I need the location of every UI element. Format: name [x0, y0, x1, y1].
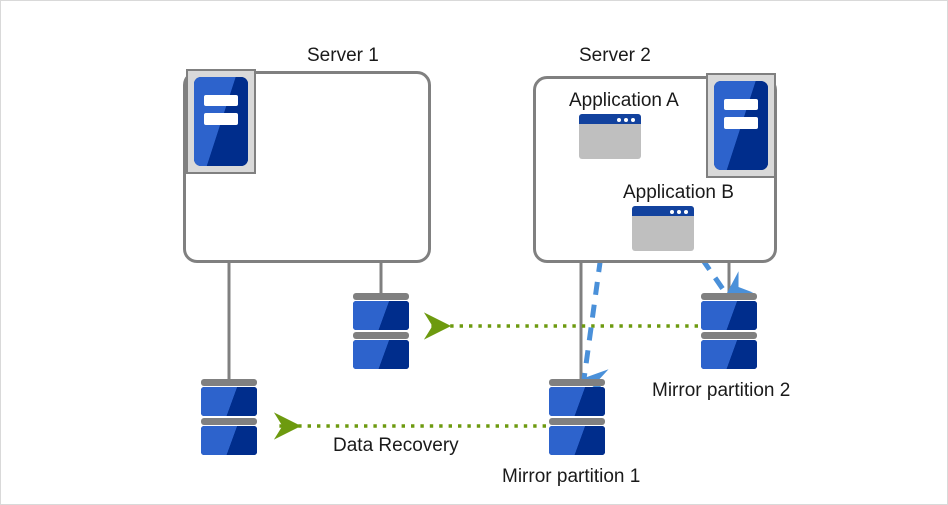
disk-slab-shading [701, 340, 757, 369]
disk-cap-middle [353, 332, 409, 339]
app-window-dot-3 [684, 209, 688, 214]
mirror-partition-1-label: Mirror partition 1 [502, 466, 641, 487]
app-window-icon[interactable] [579, 114, 641, 159]
application-a-label: Application A [569, 90, 679, 111]
server-rack-icon-bar-2 [203, 113, 239, 126]
server-rack-icon [706, 73, 776, 178]
server-rack-icon [186, 69, 256, 174]
disk-slab-lower [201, 426, 257, 455]
disk-slab-lower [549, 426, 605, 455]
disk-slab-upper [549, 387, 605, 416]
disk-mirror-partition-2[interactable] [701, 293, 757, 369]
disk-cap-top [353, 293, 409, 300]
server-rack-icon-body [714, 81, 768, 170]
disk-cap-top [701, 293, 757, 300]
app-window-dot-3 [631, 117, 635, 122]
disk-cap-top [201, 379, 257, 386]
disk-cap-top [549, 379, 605, 386]
disk-slab-lower [353, 340, 409, 369]
server-rack-icon-bar-2 [723, 117, 759, 130]
server-rack-icon-body [194, 77, 248, 166]
app-window-dot-2 [677, 209, 681, 214]
disk-cap-middle [701, 332, 757, 339]
server2-title: Server 2 [579, 45, 651, 66]
mirror-partition-2-label: Mirror partition 2 [652, 380, 791, 401]
app-window-dot-1 [670, 209, 674, 214]
disk-slab-shading [549, 387, 605, 416]
disk-slab-upper [353, 301, 409, 330]
data-recovery-label: Data Recovery [333, 435, 459, 456]
disk-server1-left[interactable] [201, 379, 257, 455]
disk-slab-shading [549, 426, 605, 455]
disk-slab-shading [353, 340, 409, 369]
disk-mirror-partition-1[interactable] [549, 379, 605, 455]
app-window-dot-2 [624, 117, 628, 122]
disk-slab-upper [201, 387, 257, 416]
server1-title: Server 1 [307, 45, 379, 66]
disk-slab-shading [701, 301, 757, 330]
disk-slab-shading [353, 301, 409, 330]
app-window-titlebar [579, 114, 641, 124]
app-window-icon[interactable] [632, 206, 694, 251]
disk-slab-lower [701, 340, 757, 369]
app-window-titlebar [632, 206, 694, 216]
disk-cap-middle [201, 418, 257, 425]
server-rack-icon-bar-1 [203, 94, 239, 107]
disk-slab-shading [201, 387, 257, 416]
disk-cap-middle [549, 418, 605, 425]
application-b-label: Application B [623, 182, 734, 203]
disk-slab-upper [701, 301, 757, 330]
server-rack-icon-bar-1 [723, 98, 759, 111]
app-window-dot-1 [617, 117, 621, 122]
disk-slab-shading [201, 426, 257, 455]
disk-server1-right[interactable] [353, 293, 409, 369]
